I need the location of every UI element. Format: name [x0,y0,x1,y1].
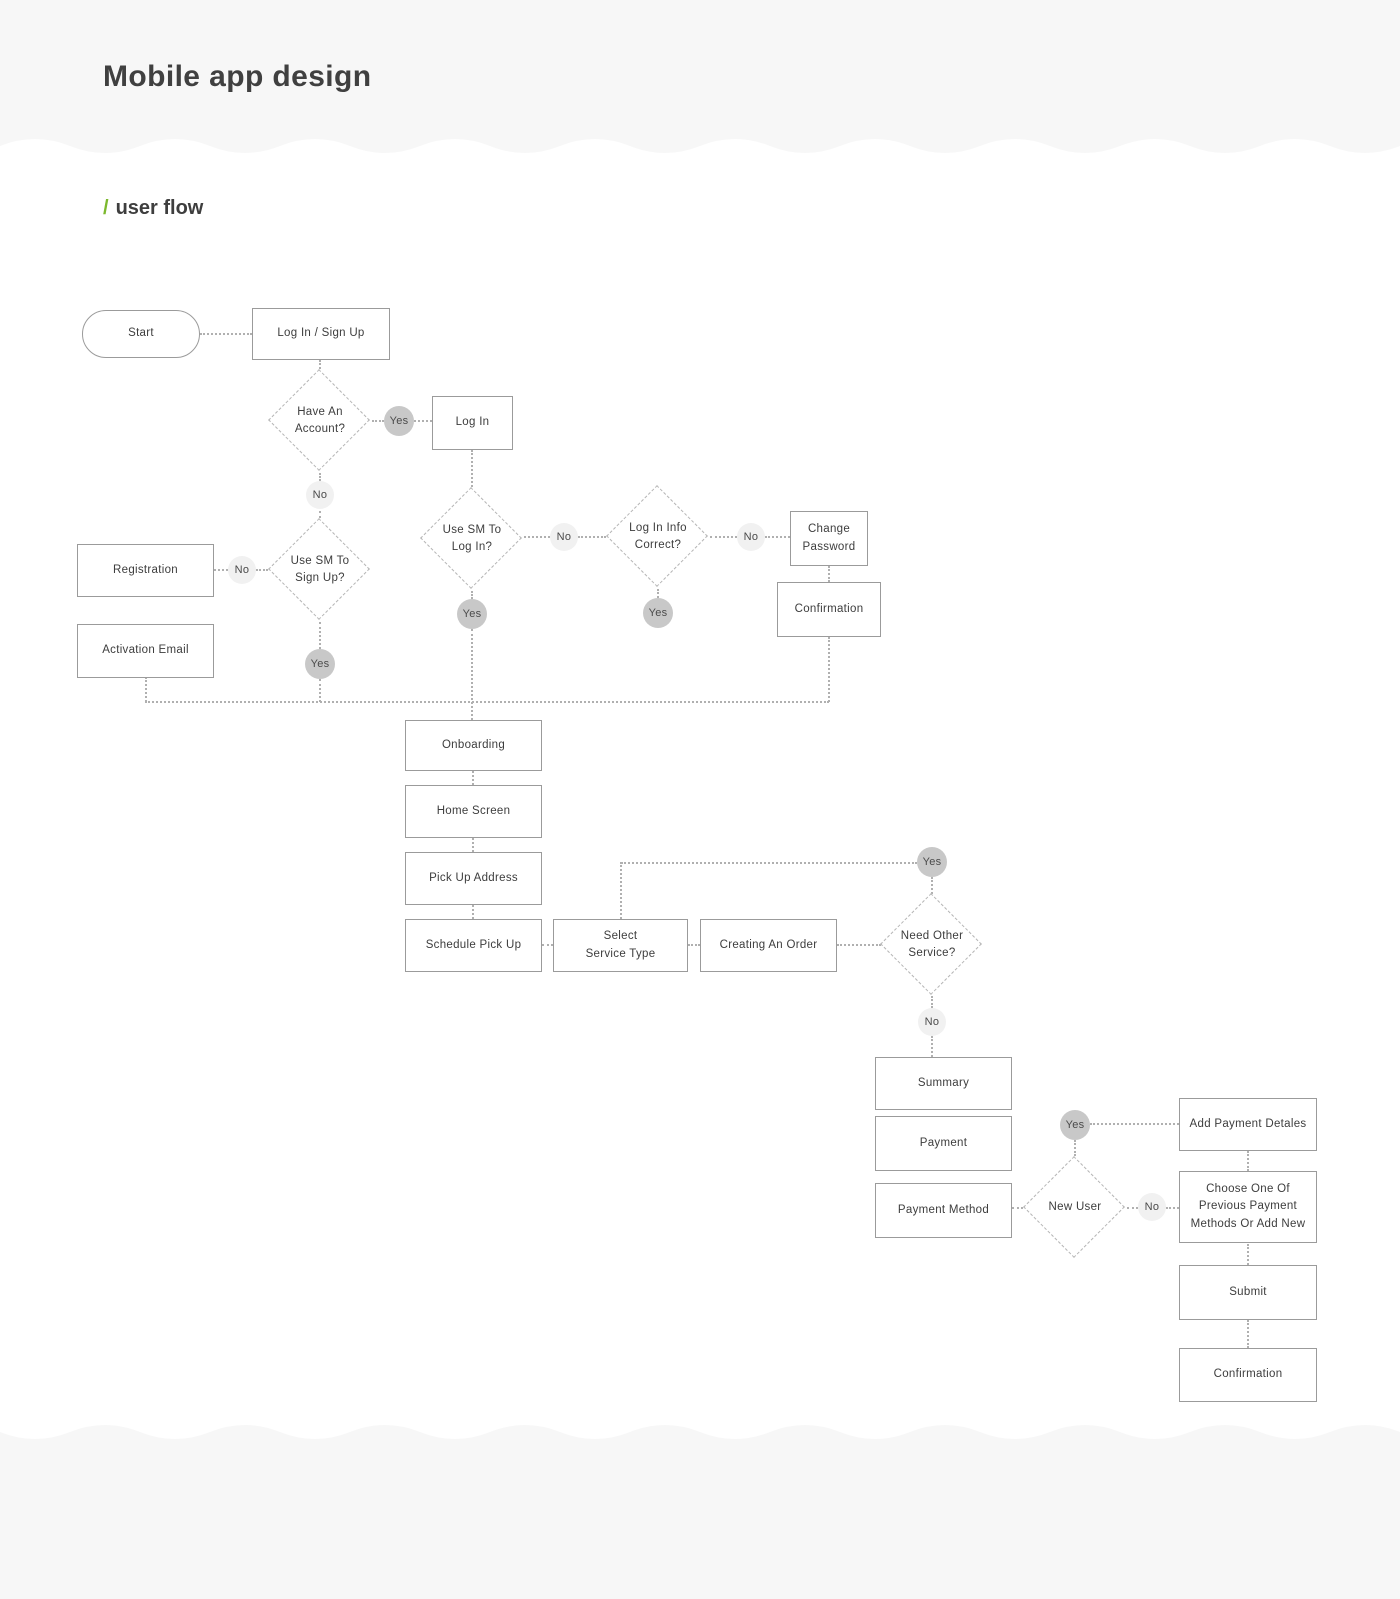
connector [200,333,252,335]
connector [524,536,550,538]
node-add-payment-detales: Add Payment Detales [1179,1098,1317,1151]
connector [1247,1244,1249,1265]
no-badge: No [550,523,578,551]
diamond-label: Use SM To Log In? [442,523,502,553]
decision-new-user: New User [1023,1156,1127,1260]
connector [471,591,473,599]
bottom-wave-band [0,1425,1400,1599]
yes-badge: Yes [643,598,673,628]
decision-need-other-service: Need Other Service? [880,893,984,997]
node-pick-up-address: Pick Up Address [405,852,542,905]
connector [1127,1207,1138,1209]
connector [828,637,830,702]
node-select-service-type: Select Service Type [553,919,688,972]
connector [710,536,737,538]
node-schedule-pick-up: Schedule Pick Up [405,919,542,972]
connector [1074,1140,1076,1156]
connector [319,679,321,702]
connector [472,905,474,919]
connector [1012,1207,1023,1209]
section-subtitle: / user flow [103,197,203,220]
connector [319,360,321,369]
no-badge: No [918,1008,946,1036]
yes-badge: Yes [917,847,947,877]
connector [1166,1207,1179,1209]
connector [542,944,553,946]
connector [688,944,700,946]
connector [372,420,384,422]
connector [621,862,917,864]
node-confirmation-order: Confirmation [1179,1348,1317,1402]
node-submit: Submit [1179,1265,1317,1320]
decision-use-sm-log-in: Use SM To Log In? [420,487,524,591]
connector [1090,1123,1179,1125]
connector [145,677,147,702]
subtitle-text: user flow [115,197,204,219]
diamond-label: New User [1048,1201,1102,1214]
connector [828,566,830,582]
node-start: Start [82,310,200,358]
connector [1247,1320,1249,1348]
yes-badge: Yes [457,599,487,629]
connector [931,996,933,1008]
connector [931,877,933,894]
no-badge: No [228,556,256,584]
connector [319,473,321,481]
no-badge: No [306,481,334,509]
connector [472,771,474,785]
connector [931,1036,933,1057]
node-activation-email: Activation Email [77,624,214,678]
yes-badge: Yes [384,406,414,436]
connector [145,701,829,703]
decision-login-info-correct: Log In Info Correct? [606,485,710,589]
connector [319,511,321,518]
decision-have-account: Have An Account? [268,369,372,473]
connector [578,536,606,538]
node-choose-payment: Choose One Of Previous Payment Methods O… [1179,1171,1317,1243]
node-change-password: Change Password [790,511,868,566]
connector [657,589,659,598]
node-payment-method: Payment Method [875,1183,1012,1238]
green-slash: / [103,197,109,219]
yes-badge: Yes [305,649,335,679]
connector [471,629,473,720]
node-onboarding: Onboarding [405,720,542,771]
node-payment: Payment [875,1116,1012,1171]
diamond-label: Log In Info Correct? [629,521,687,551]
node-creating-an-order: Creating An Order [700,919,837,972]
yes-badge: Yes [1060,1110,1090,1140]
node-home-screen: Home Screen [405,785,542,838]
connector [214,569,228,571]
connector [414,420,432,422]
connector [256,569,268,571]
node-summary: Summary [875,1057,1012,1110]
connector [1247,1151,1249,1171]
diamond-label: Have An Account? [294,405,346,435]
node-registration: Registration [77,544,214,597]
connector [319,622,321,649]
diamond-label: Use SM To Sign Up? [290,554,350,584]
connector [471,450,473,487]
no-badge: No [1138,1193,1166,1221]
page-title: Mobile app design [103,60,372,93]
connector [620,862,622,919]
node-log-in: Log In [432,396,513,450]
decision-use-sm-sign-up: Use SM To Sign Up? [268,518,372,622]
connector [765,536,790,538]
node-confirmation-password: Confirmation [777,582,881,637]
no-badge: No [737,523,765,551]
diamond-label: Need Other Service? [900,929,964,959]
connector [837,944,881,946]
connector [472,838,474,852]
node-login-signup: Log In / Sign Up [252,308,390,360]
